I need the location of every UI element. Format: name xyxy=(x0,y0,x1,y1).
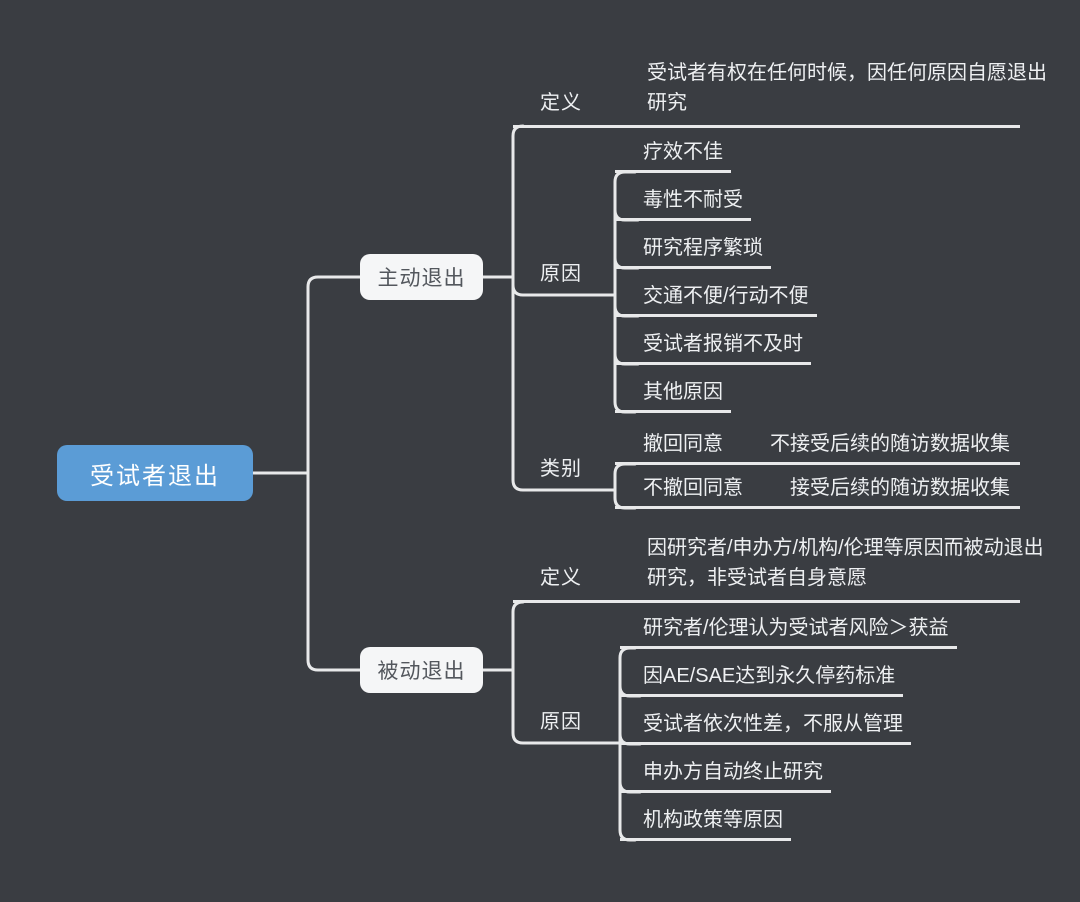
category-row[interactable]: 不撤回同意 接受后续的随访数据收集 xyxy=(615,478,1020,509)
level1-trunk xyxy=(306,275,362,672)
passive-definition-row[interactable]: 定义 因研究者/申办方/机构/伦理等原因而被动退出 研究，非受试者自身意愿 xyxy=(513,533,1044,603)
leaf-topic[interactable]: 机构政策等原因 xyxy=(620,810,791,841)
reason-label[interactable]: 原因 xyxy=(540,263,582,285)
leaf-topic[interactable]: 疗效不佳 xyxy=(615,142,731,173)
definition-label[interactable]: 定义 xyxy=(540,567,582,589)
definition-label[interactable]: 定义 xyxy=(540,92,582,114)
branch-node-passive-withdrawal[interactable]: 被动退出 xyxy=(360,647,483,693)
root-node[interactable]: 受试者退出 xyxy=(57,445,253,501)
leaf-topic[interactable]: 受试者报销不及时 xyxy=(615,334,811,365)
leaf-topic[interactable]: 其他原因 xyxy=(615,382,731,413)
definition-text: 因研究者/申办方/机构/伦理等原因而被动退出 研究，非受试者自身意愿 xyxy=(647,537,1044,589)
active-definition-row[interactable]: 定义 受试者有权在任何时候，因任何原因自愿退出 研究 xyxy=(513,58,1047,128)
leaf-topic[interactable]: 申办方自动终止研究 xyxy=(620,762,831,793)
category-row[interactable]: 撤回同意 不接受后续的随访数据收集 xyxy=(615,434,1020,465)
active-trunk xyxy=(511,124,617,492)
branch-node-active-withdrawal[interactable]: 主动退出 xyxy=(360,254,483,300)
definition-text: 受试者有权在任何时候，因任何原因自愿退出 研究 xyxy=(647,62,1047,114)
category-topic[interactable]: 撤回同意 xyxy=(643,433,723,455)
leaf-topic[interactable]: 研究程序繁琐 xyxy=(615,238,771,269)
category-topic[interactable]: 不撤回同意 xyxy=(643,477,743,499)
leaf-topic[interactable]: 交通不便/行动不便 xyxy=(615,286,817,317)
leaf-topic[interactable]: 研究者/伦理认为受试者风险＞获益 xyxy=(620,618,957,649)
category-label[interactable]: 类别 xyxy=(540,458,582,480)
category-subtopic[interactable]: 接受后续的随访数据收集 xyxy=(790,477,1010,499)
leaf-topic[interactable]: 受试者依次性差，不服从管理 xyxy=(620,714,911,745)
leaf-topic[interactable]: 毒性不耐受 xyxy=(615,190,751,221)
active-reason-underline xyxy=(511,283,617,297)
reason-label[interactable]: 原因 xyxy=(540,711,582,733)
leaf-topic[interactable]: 因AE/SAE达到永久停药标准 xyxy=(620,666,904,697)
category-subtopic[interactable]: 不接受后续的随访数据收集 xyxy=(770,433,1010,455)
